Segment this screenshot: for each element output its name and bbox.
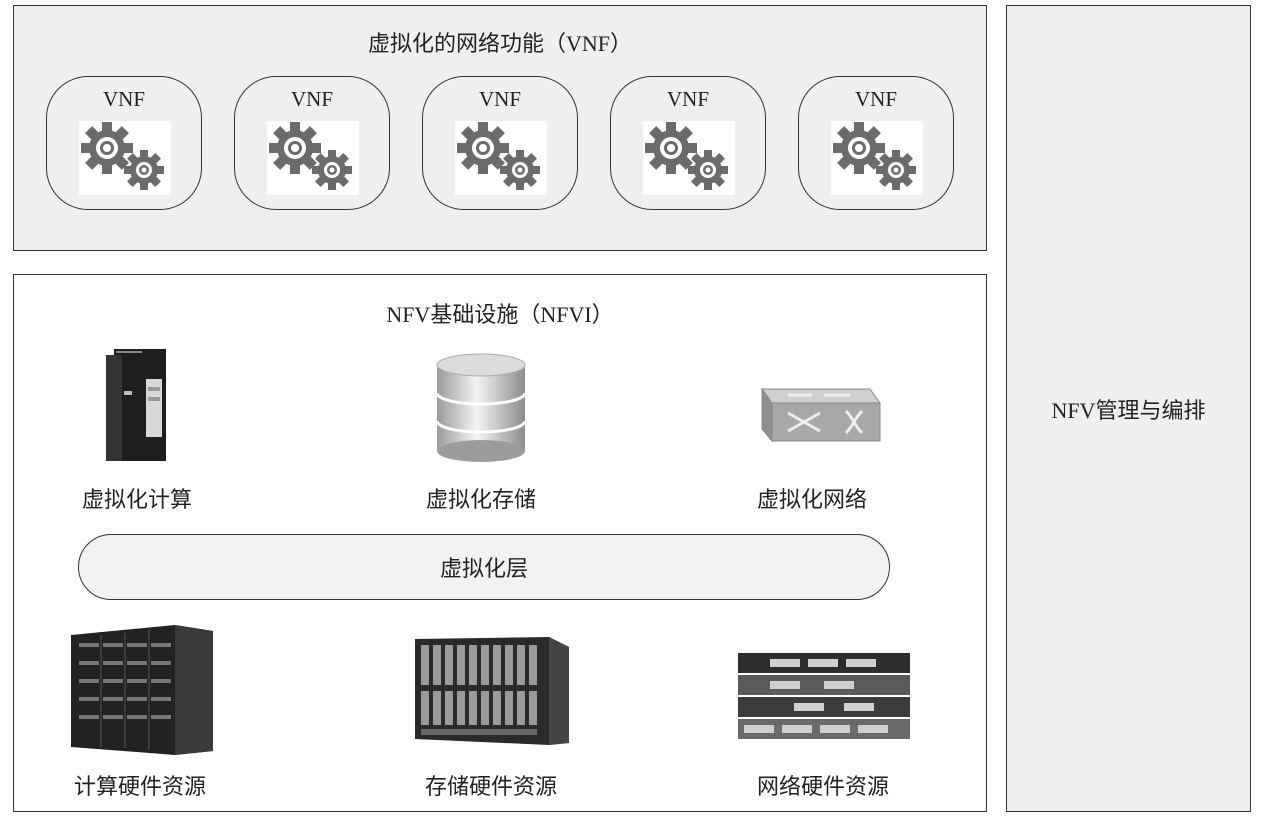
storage-hardware: 存储硬件资源 [381, 621, 601, 801]
gears-icon [267, 121, 359, 195]
compute-hardware-label: 计算硬件资源 [73, 774, 206, 799]
nfvi-panel: NFV基础设施（NFVI） 虚拟化计算 [13, 274, 987, 812]
virtual-compute: 虚拟化计算 [27, 347, 247, 517]
network-switch-icon [702, 385, 922, 447]
nfv-mano-panel: NFV管理与编排 [1006, 5, 1251, 812]
vnf-card: VNF [798, 76, 954, 210]
server-tower-icon [27, 347, 247, 465]
network-hardware: 网络硬件资源 [713, 621, 933, 801]
nfv-mano-label: NFV管理与编排 [1051, 397, 1206, 423]
vnf-layer-panel: 虚拟化的网络功能（VNF） VNF VNF VNF VNF VNF [13, 5, 987, 251]
virtual-compute-label: 虚拟化计算 [81, 487, 192, 512]
storage-hardware-label: 存储硬件资源 [424, 774, 557, 799]
vnf-card: VNF [46, 76, 202, 210]
gears-icon [831, 121, 923, 195]
blade-chassis-icon [381, 635, 601, 747]
nfvi-title: NFV基础设施（NFVI） [386, 302, 614, 327]
vnf-label: VNF [478, 87, 521, 111]
vnf-label: VNF [666, 87, 709, 111]
vnf-layer-title: 虚拟化的网络功能（VNF） [367, 31, 632, 56]
vnf-label: VNF [102, 87, 145, 111]
network-hardware-label: 网络硬件资源 [756, 774, 889, 799]
gears-icon [79, 121, 171, 195]
virtualization-layer: 虚拟化层 [78, 534, 890, 600]
virtual-storage: 虚拟化存储 [371, 347, 591, 517]
gears-icon [455, 121, 547, 195]
virtual-network: 虚拟化网络 [702, 347, 922, 517]
virtual-storage-label: 虚拟化存储 [425, 487, 536, 512]
vnf-label: VNF [854, 87, 897, 111]
database-cylinder-icon [371, 353, 591, 465]
server-rack-icon [30, 621, 250, 755]
vnf-card: VNF [610, 76, 766, 210]
vnf-card: VNF [234, 76, 390, 210]
vnf-label: VNF [290, 87, 333, 111]
compute-hardware: 计算硬件资源 [30, 621, 250, 801]
vnf-card: VNF [422, 76, 578, 210]
switch-stack-icon [713, 651, 933, 741]
virtual-network-label: 虚拟化网络 [756, 487, 867, 512]
gears-icon [643, 121, 735, 195]
